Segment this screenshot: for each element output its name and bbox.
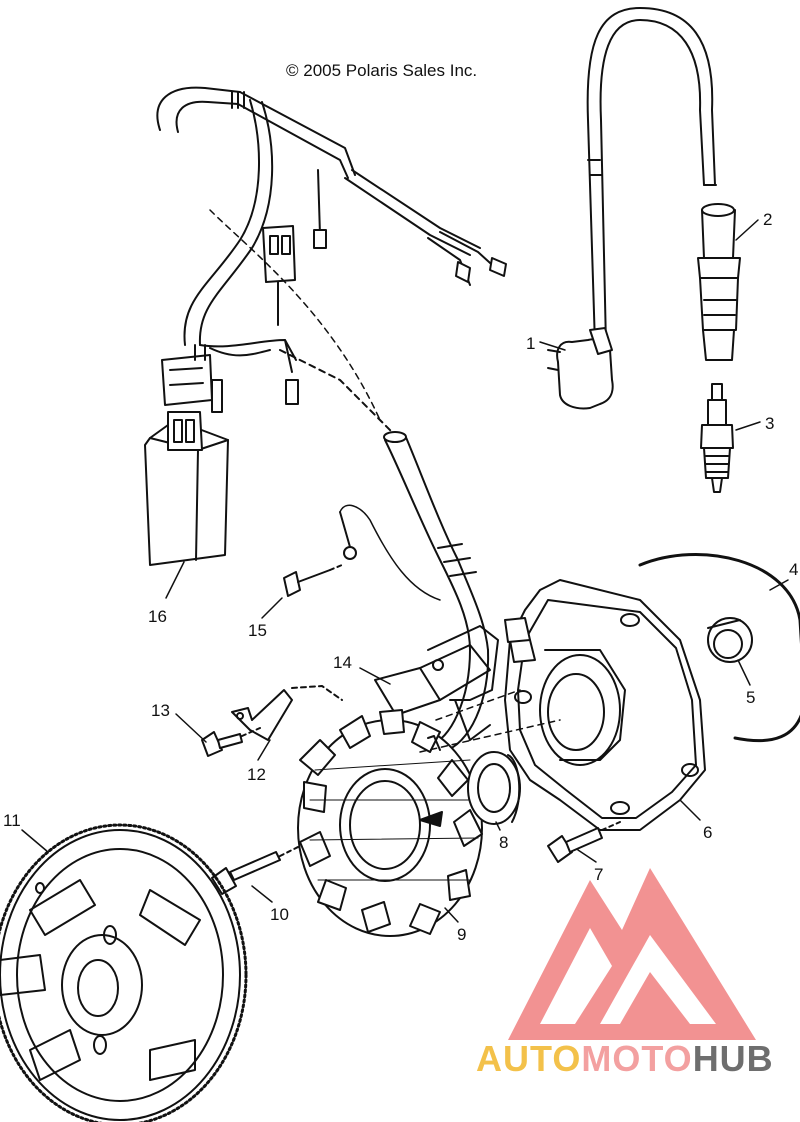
screw-13 [201,727,261,757]
copyright-notice: © 2005 Polaris Sales Inc. [286,61,478,80]
spark-plug-cap [697,203,741,361]
ignition-coil [547,7,717,410]
stator-cover [419,579,706,831]
callout-15: 15 [248,621,267,640]
callout-14: 14 [333,653,352,672]
callout-8: 8 [499,833,508,852]
stator-cable [339,431,490,753]
callout-1: 1 [526,334,535,353]
callout-12: 12 [247,765,266,784]
flywheel [0,823,248,1122]
watermark-text: AUTOMOTOHUB [476,1038,774,1080]
wiring-harness [156,86,507,436]
bracket-12 [231,685,343,741]
watermark-moto: MOTO [581,1038,693,1079]
callout-9: 9 [457,925,466,944]
callout-3: 3 [765,414,774,433]
watermark-hub: HUB [692,1038,774,1079]
spark-plug [700,383,734,493]
callout-10: 10 [270,905,289,924]
screw-15 [283,564,343,597]
oil-seal-5 [707,617,753,663]
callout-11: 11 [3,811,21,830]
callout-2: 2 [763,210,772,229]
watermark-auto: AUTO [476,1038,582,1079]
bolt-10 [211,845,301,895]
callout-5: 5 [746,688,755,707]
callout-7: 7 [594,865,603,884]
bolt-7 [547,821,621,863]
cdi-box [144,411,229,566]
stator [297,709,483,937]
callout-6: 6 [703,823,712,842]
oil-seal-8 [467,751,521,825]
callout-13: 13 [151,701,170,720]
callout-16: 16 [148,607,167,626]
gasket [638,553,800,743]
pickup-sensor [374,625,499,741]
leader-lines [21,219,789,923]
callout-4: 4 [789,560,798,579]
watermark-logo-icon [508,868,756,1040]
